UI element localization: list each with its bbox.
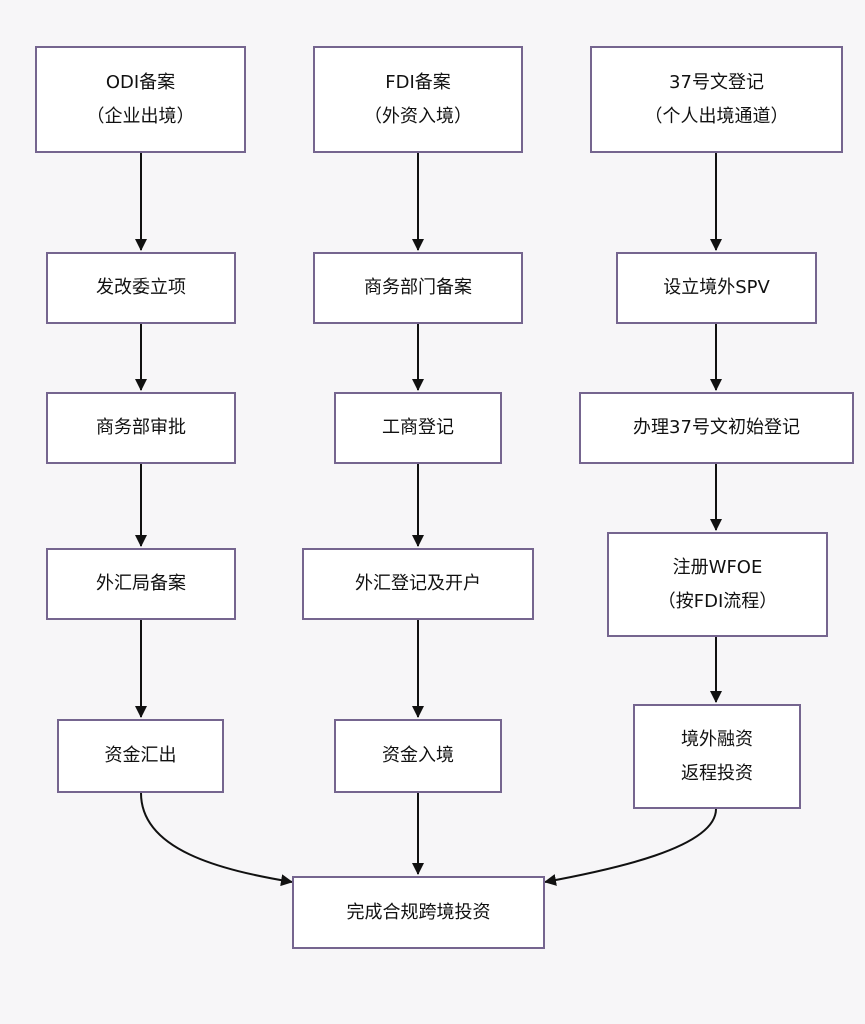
node-capital-inflow: 资金入境 xyxy=(334,719,502,793)
node-safe-filing: 外汇局备案 xyxy=(46,548,236,620)
node-offshore-financing: 境外融资 返程投资 xyxy=(633,704,801,809)
node-ndrc-approval: 发改委立项 xyxy=(46,252,236,324)
node-financing-line1: 境外融资 xyxy=(681,728,753,750)
node-wfoe-subtitle: （按FDI流程） xyxy=(657,590,778,612)
node-capital-outflow: 资金汇出 xyxy=(57,719,224,793)
node-circular37-registration: 37号文登记 （个人出境通道） xyxy=(590,46,843,153)
node-business-registration: 工商登记 xyxy=(334,392,502,464)
node-fdi-filing-title: FDI备案 xyxy=(385,71,451,93)
node-fdi-filing: FDI备案 （外资入境） xyxy=(313,46,523,153)
node-compliant-investment: 完成合规跨境投资 xyxy=(292,876,545,949)
node-odi-filing-title: ODI备案 xyxy=(105,71,176,93)
node-initial-registration: 办理37号文初始登记 xyxy=(579,392,854,464)
node-financing-line2: 返程投资 xyxy=(681,762,753,784)
node-wfoe-title: 注册WFOE xyxy=(672,556,763,578)
node-offshore-spv: 设立境外SPV xyxy=(616,252,817,324)
node-fdi-filing-subtitle: （外资入境） xyxy=(364,105,472,127)
node-odi-filing: ODI备案 （企业出境） xyxy=(35,46,246,153)
node-wfoe-registration: 注册WFOE （按FDI流程） xyxy=(607,532,828,637)
node-circular37-subtitle: （个人出境通道） xyxy=(644,105,789,127)
node-circular37-title: 37号文登记 xyxy=(669,71,764,93)
node-odi-filing-subtitle: （企业出境） xyxy=(86,105,195,127)
arrow-outflow-to-final xyxy=(140,792,293,887)
arrow-financing-to-final xyxy=(544,808,717,886)
node-mofcom-approval: 商务部审批 xyxy=(46,392,236,464)
node-forex-registration: 外汇登记及开户 xyxy=(302,548,534,620)
node-commerce-filing: 商务部门备案 xyxy=(313,252,523,324)
